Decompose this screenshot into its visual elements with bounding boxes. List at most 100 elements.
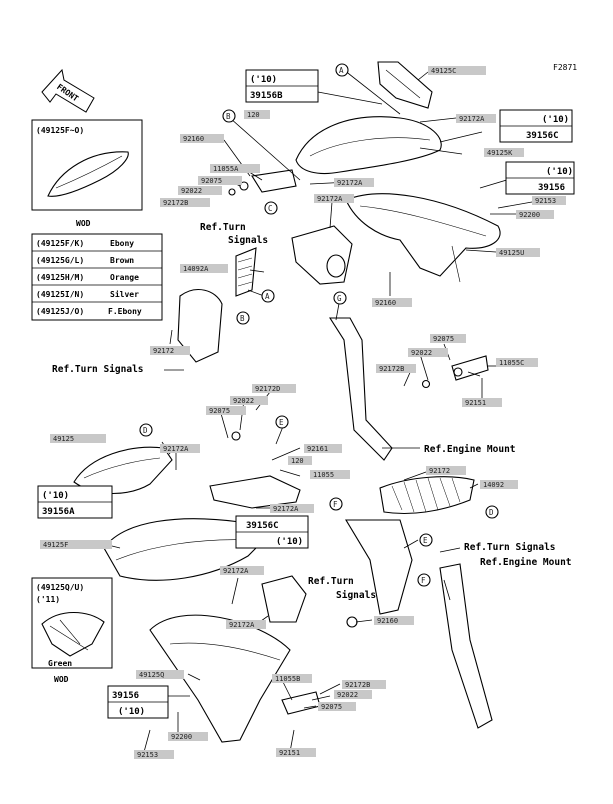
part-label-92160: 92160 — [374, 616, 414, 625]
part-label-92153: 92153 — [134, 750, 174, 759]
inset-bottom-caption: WOD — [54, 675, 69, 684]
callout-d-left: D — [139, 423, 153, 437]
part-label-92172a: 92172A — [226, 620, 266, 629]
callout-d-right: D — [485, 505, 499, 519]
part-label-92172: 92172 — [150, 346, 190, 355]
part-label-92172b: 92172B — [160, 198, 210, 207]
svg-text:92200: 92200 — [519, 211, 540, 219]
part-label-92075: 92075 — [318, 702, 356, 711]
color-name-5: F.Ebony — [108, 307, 142, 316]
svg-text:92172A: 92172A — [223, 567, 249, 575]
year-box-39156a: ('10) 39156A — [37, 485, 113, 519]
svg-text:('10): ('10) — [118, 707, 145, 717]
svg-text:49125F: 49125F — [43, 541, 68, 549]
callout-a-top: A — [335, 63, 349, 77]
svg-text:92160: 92160 — [377, 617, 398, 625]
part-label-92172a: 92172A — [160, 444, 200, 453]
year-box-39156-bottom: 39156 ('10) — [107, 685, 169, 719]
svg-text:92172A: 92172A — [229, 621, 255, 629]
part-label-92151: 92151 — [462, 398, 502, 407]
inset-top-code: (49125F~O) — [36, 126, 84, 135]
svg-text:92153: 92153 — [535, 197, 556, 205]
svg-text:92160: 92160 — [375, 299, 396, 307]
year-box-39156b: ('10) 39156B — [245, 69, 319, 103]
lower-cowl-drawing — [73, 431, 493, 743]
svg-text:C: C — [268, 204, 273, 213]
svg-text:92200: 92200 — [171, 733, 192, 741]
inset-top-caption: WOD — [76, 219, 91, 228]
svg-text:D: D — [143, 426, 148, 435]
part-label-92200: 92200 — [516, 210, 554, 219]
part-label-92172b: 92172B — [342, 680, 386, 689]
part-label-49125q: 49125Q — [136, 670, 184, 679]
svg-text:92161: 92161 — [307, 445, 328, 453]
svg-text:92172: 92172 — [429, 467, 450, 475]
ref-turn-bottom: Ref.Turn — [308, 576, 354, 587]
part-label-92022: 92022 — [178, 186, 222, 195]
color-name-4: Silver — [110, 289, 139, 299]
svg-text:D: D — [489, 508, 494, 517]
part-label-49125k: 49125K — [484, 148, 524, 157]
part-label-92172d: 92172D — [252, 384, 296, 393]
callout-f-mid: F — [329, 497, 343, 511]
part-label-92151: 92151 — [276, 748, 316, 757]
part-label-49125: 49125 — [50, 434, 106, 443]
part-label-92172b: 92172B — [376, 364, 416, 373]
svg-text:49125C: 49125C — [431, 67, 456, 75]
svg-text:92172B: 92172B — [163, 199, 188, 207]
part-label-92172a: 92172A — [334, 178, 374, 187]
svg-text:92172: 92172 — [153, 347, 174, 355]
part-label-92022: 92022 — [408, 348, 448, 357]
figure-code: F2871 — [553, 63, 577, 72]
callouts: A B C A B G D E F D E F — [139, 63, 499, 587]
svg-text:49125K: 49125K — [487, 149, 513, 157]
svg-text:49125U: 49125U — [499, 249, 524, 257]
part-label-11055a: 11055A — [210, 164, 260, 173]
ref-turn-signals-right: Ref.Turn Signals — [464, 542, 556, 553]
color-code-5: (49125J/O) — [36, 307, 84, 316]
color-table: (49125F/K) Ebony (49125G/L) Brown (49125… — [31, 233, 163, 321]
color-code-1: (49125F/K) — [36, 239, 84, 248]
ref-turn-top: Ref.Turn — [200, 222, 246, 233]
inset-bottom-code: (49125Q/U) — [36, 583, 84, 592]
ref-engine-mount-mid: Ref.Engine Mount — [424, 444, 516, 455]
color-code-2: (49125G/L) — [36, 256, 84, 265]
inset-bottom-color: Green — [48, 659, 72, 668]
part-label-92022: 92022 — [334, 690, 372, 699]
part-label-92075: 92075 — [206, 406, 246, 415]
part-label-11055: 11055 — [310, 470, 350, 479]
part-label-92160: 92160 — [372, 298, 412, 307]
svg-text:92075: 92075 — [321, 703, 342, 711]
color-code-4: (49125I/N) — [36, 290, 84, 299]
ref-engine-mount-right: Ref.Engine Mount — [480, 557, 572, 568]
callout-a-mid: A — [261, 289, 275, 303]
svg-text:92075: 92075 — [433, 335, 454, 343]
svg-text:11055C: 11055C — [499, 359, 524, 367]
part-label-49125f: 49125F — [40, 540, 112, 549]
svg-text:E: E — [423, 536, 428, 545]
svg-text:92151: 92151 — [465, 399, 486, 407]
svg-text:92172B: 92172B — [345, 681, 370, 689]
callout-c-top: C — [264, 201, 278, 215]
svg-text:120: 120 — [291, 457, 304, 465]
part-label-11055b: 11055B — [272, 674, 312, 683]
callout-b-top: B — [222, 109, 236, 123]
inset-bottom: (49125Q/U) ('11) Green WOD — [31, 577, 113, 684]
svg-text:11055A: 11055A — [213, 165, 239, 173]
svg-text:B: B — [240, 314, 245, 323]
callout-b-mid: B — [236, 311, 250, 325]
svg-text:92172A: 92172A — [273, 505, 299, 513]
part-label-92172a: 92172A — [314, 194, 354, 203]
svg-text:A: A — [339, 66, 344, 75]
front-arrow-icon: FRONT — [41, 68, 95, 113]
part-label-92200: 92200 — [168, 732, 208, 741]
svg-text:92172A: 92172A — [337, 179, 363, 187]
callout-g-mid: G — [333, 291, 347, 305]
svg-text:('10): ('10) — [276, 537, 303, 547]
svg-text:39156B: 39156B — [250, 91, 283, 101]
svg-text:92022: 92022 — [337, 691, 358, 699]
inset-bottom-year: ('11) — [36, 595, 60, 604]
color-name-2: Brown — [110, 256, 134, 265]
color-name-1: Ebony — [110, 239, 134, 248]
